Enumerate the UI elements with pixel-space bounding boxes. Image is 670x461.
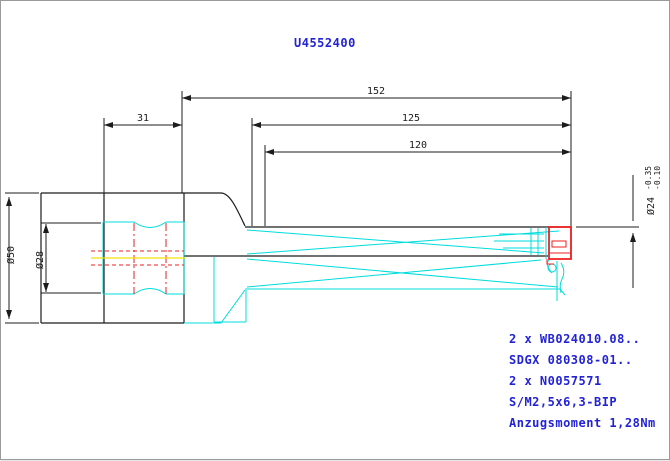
note-line-insert-type: SDGX 080308-01.. [509, 353, 633, 367]
dim-label-dia24-upper-tol: -0.35 [644, 166, 653, 190]
dim-label-120: 120 [409, 140, 427, 151]
bore-bottom [103, 288, 184, 295]
tip-screw-detail [547, 263, 557, 273]
tip-pocket-lines [530, 228, 539, 255]
note-line-screw: S/M2,5x6,3-BIP [509, 395, 617, 409]
dim-label-152: 152 [367, 86, 385, 97]
bore-top [103, 221, 184, 228]
dim-label-dia24: Ø24 [645, 197, 657, 215]
dimension-lines [6, 95, 636, 319]
dim-label-dia28: Ø28 [34, 251, 46, 269]
insert-detail [546, 226, 572, 265]
extension-lines [5, 91, 639, 324]
bottom-taper [184, 289, 246, 324]
note-line-inserts: 2 x WB024010.08.. [509, 332, 640, 346]
dim-label-31: 31 [137, 113, 149, 124]
drawing-title: U4552400 [294, 36, 356, 50]
tool-geometry-cyan [102, 221, 566, 324]
dim-label-dia50: Ø50 [5, 246, 17, 264]
dim-label-dia24-lower-tol: -0.10 [653, 166, 662, 190]
note-line-torque: Anzugsmoment 1,28Nm [509, 416, 656, 430]
flute-helix-lower [246, 258, 559, 288]
insert-corner-notch [546, 259, 554, 265]
insert-clamp [551, 240, 567, 248]
neck-taper [220, 192, 246, 227]
relief-detail [213, 257, 247, 323]
tip-margin-lines [494, 233, 544, 249]
insert-box [548, 226, 572, 260]
body-bottom-edge [245, 288, 566, 296]
note-line-part-number: 2 x N0057571 [509, 374, 602, 388]
flute-helix-upper [246, 229, 560, 255]
notes-block: 2 x WB024010.08.. SDGX 080308-01.. 2 x N… [509, 332, 656, 430]
dim-label-125: 125 [402, 113, 420, 124]
